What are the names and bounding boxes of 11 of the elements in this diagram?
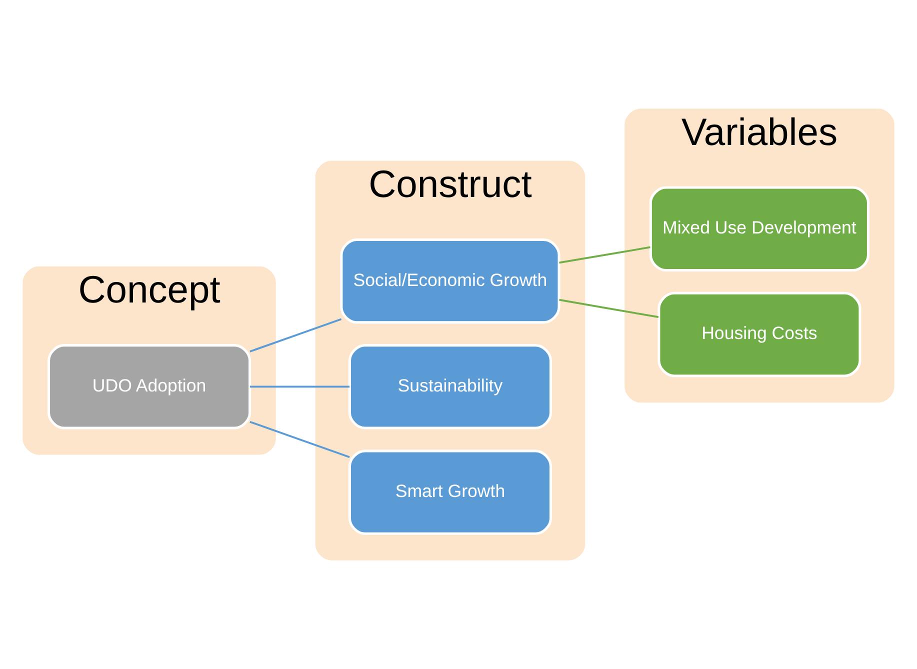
node-box: UDO Adoption — [47, 344, 252, 430]
node-box: Social/Economic Growth — [340, 238, 560, 324]
connector — [559, 246, 650, 264]
node-box: Smart Growth — [348, 450, 552, 535]
connector — [250, 386, 350, 388]
connector — [250, 420, 350, 458]
connector — [559, 298, 659, 318]
node-box: Housing Costs — [658, 292, 862, 378]
node-box: Mixed Use Development — [649, 186, 870, 272]
connector — [250, 318, 342, 352]
node-box: Sustainability — [348, 344, 552, 430]
